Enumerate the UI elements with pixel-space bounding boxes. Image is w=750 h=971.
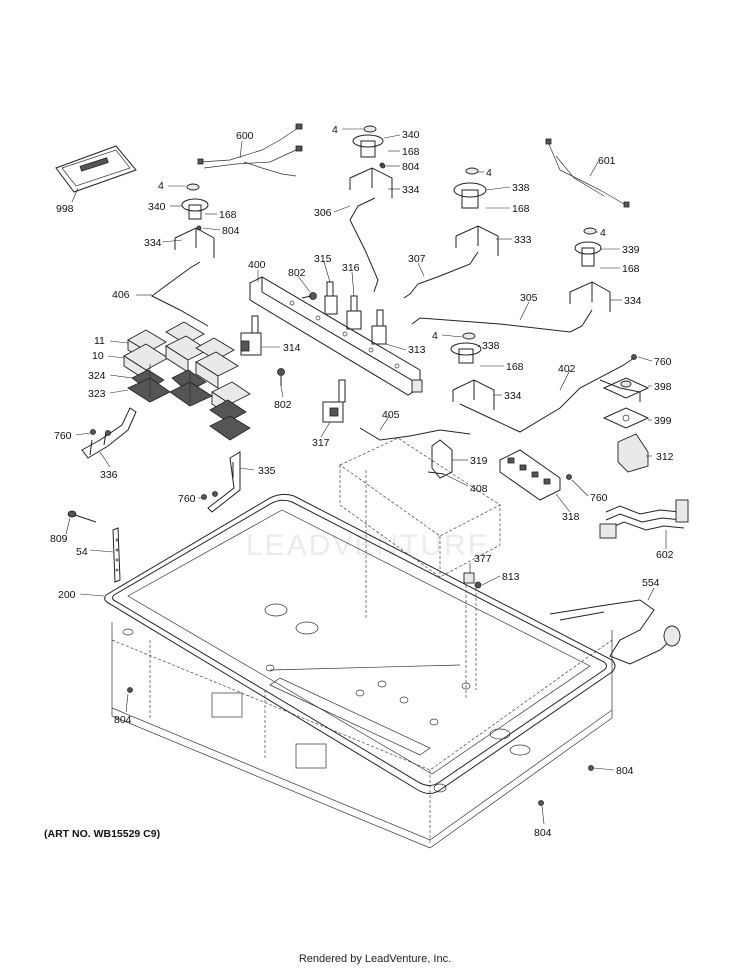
callout-334: 334 [144,237,162,249]
callout-998: 998 [56,203,74,215]
gas-manifold [249,276,423,396]
callout-4: 4 [158,180,164,192]
callout-340: 340 [402,129,420,141]
callout-399: 399 [654,415,672,427]
callout-406: 406 [112,289,130,301]
callout-804: 804 [534,827,552,839]
gas-tubes [151,197,641,441]
callout-408: 408 [470,483,488,495]
literature-packet [55,145,137,193]
callout-760: 760 [590,492,608,504]
callout-168: 168 [512,203,530,215]
callout-400: 400 [248,259,266,271]
callout-168: 168 [506,361,524,373]
callout-377: 377 [474,553,492,565]
callout-802: 802 [274,399,292,411]
small-hardware [127,163,594,806]
callout-11: 11 [94,335,105,347]
gas-valves [240,281,387,423]
callout-601: 601 [598,155,616,167]
callout-4: 4 [486,167,492,179]
callout-334: 334 [624,295,642,307]
callout-168: 168 [402,146,420,158]
callout-306: 306 [314,207,332,219]
callout-324: 324 [88,370,106,382]
callout-200: 200 [58,589,76,601]
callout-labels: 600 998 4 340 168 804 334 406 4 340 168 … [50,124,674,839]
callout-312: 312 [656,451,674,463]
callout-804: 804 [616,765,634,777]
callout-319: 319 [470,455,488,467]
igniter-switch-assembly [123,321,251,441]
footer-credit: Rendered by LeadVenture, Inc. [298,953,452,965]
callout-804: 804 [222,225,240,237]
callout-402: 402 [558,363,576,375]
callout-334: 334 [402,184,420,196]
art-number: (ART NO. WB15529 C9) [44,828,161,840]
callout-405: 405 [382,409,400,421]
callout-760: 760 [178,493,196,505]
leader-lines [65,128,667,825]
callout-398: 398 [654,381,672,393]
callout-168: 168 [219,209,237,221]
callout-316: 316 [342,262,360,274]
callout-338: 338 [482,340,500,352]
callout-809: 809 [50,533,68,545]
wire-harnesses [197,123,689,665]
callout-4: 4 [432,330,438,342]
callout-335: 335 [258,465,276,477]
callout-323: 323 [88,388,106,400]
callout-334: 334 [504,390,522,402]
callout-314: 314 [283,342,301,354]
callout-760: 760 [54,430,72,442]
cooktop-base-pan [104,493,616,849]
regulator-assembly [602,377,650,473]
callout-307: 307 [408,253,426,265]
callout-802: 802 [288,267,306,279]
callout-168: 168 [622,263,640,275]
callout-554: 554 [642,577,660,589]
callout-305: 305 [520,292,538,304]
watermark-text: LEADVENTURE [246,529,490,562]
callout-804: 804 [402,161,420,173]
screws-760 [90,354,637,500]
callout-338: 338 [512,182,530,194]
callout-4: 4 [600,227,606,239]
callout-760: 760 [654,356,672,368]
callout-4: 4 [332,124,338,136]
callout-313: 313 [408,344,426,356]
electrical-box-outline [339,437,501,700]
callout-317: 317 [312,437,330,449]
burner-heads [174,125,611,410]
electrical-components [427,439,561,501]
callout-10: 10 [92,350,104,362]
callout-813: 813 [502,571,520,583]
callout-600: 600 [236,130,254,142]
callout-340: 340 [148,201,166,213]
callout-54: 54 [76,546,88,558]
callout-333: 333 [514,234,532,246]
callout-315: 315 [314,253,332,265]
callout-602: 602 [656,549,674,561]
callout-318: 318 [562,511,580,523]
callout-336: 336 [100,469,118,481]
callout-804: 804 [114,714,132,726]
callout-339: 339 [622,244,640,256]
